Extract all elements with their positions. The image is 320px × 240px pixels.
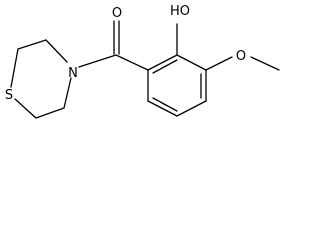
bond-c1-c2-inner (152, 59, 178, 74)
substituents (176, 23, 280, 71)
bond-c-n-lower (63, 77, 72, 109)
structure-diagram: O HO O N S (5, 4, 280, 119)
hydroxyl-label: HO (170, 4, 190, 19)
carbonyl-oxygen-label: O (112, 6, 122, 21)
benzene-ring (147, 54, 207, 117)
bond-c-s-upper (10, 48, 19, 88)
bond-c5-c6-inner (152, 97, 178, 112)
methoxy-oxygen-label: O (236, 49, 246, 64)
amide-group (78, 20, 149, 71)
bond-methoxy-oxygen-methyl (250, 56, 280, 71)
bond-n-c-upper (45, 39, 68, 63)
ring-nitrogen-label: N (68, 66, 78, 81)
bond-n-carbonyl-carbon (78, 54, 117, 68)
bond-s-c-lower (14, 98, 37, 119)
bond-c-c-lower (35, 107, 65, 119)
bond-carbonyl-to-ring (115, 54, 149, 71)
bond-c-c-upper (17, 39, 47, 50)
bond-c4-c5 (176, 100, 207, 117)
bond-c3-methoxy-oxygen (205, 56, 233, 71)
bond-c5-c6 (147, 100, 178, 117)
thiomorpholine-ring (10, 39, 72, 119)
ring-sulfur-label: S (5, 88, 13, 103)
bond-c1-c2 (147, 54, 178, 71)
bond-c2-c3 (176, 54, 207, 71)
